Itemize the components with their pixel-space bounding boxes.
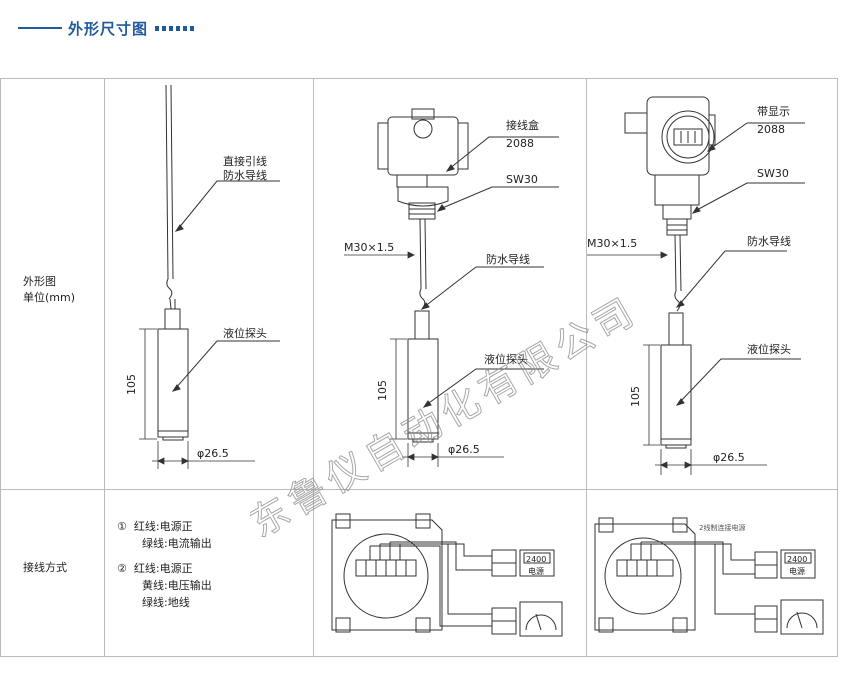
wiring-tag: 2线制连接电源 [699, 523, 745, 532]
mode1-line1: 红线:电源正 [133, 520, 193, 533]
section-header: 外形尺寸图 [18, 15, 195, 41]
mode2-line1: 红线:电源正 [133, 562, 193, 575]
height-value: 105 [376, 380, 389, 401]
outline-label-line2: 单位(mm) [23, 291, 76, 304]
display-label-1: 带显示 [757, 105, 790, 118]
direct-lead-drawing: 直接引线 防水导线 液位探头 105 φ26.5 [125, 84, 280, 469]
diameter-value: φ26.5 [713, 451, 745, 464]
outline-col-junction-box: 接线盒 2088 SW30 M30×1.5 防水导线 液位探头 105 φ26.… [313, 78, 587, 490]
outline-col-direct-lead: 直接引线 防水导线 液位探头 105 φ26.5 [104, 78, 314, 490]
mode2-number: ② [117, 562, 127, 575]
m-thread-label: M30×1.5 [587, 237, 637, 250]
header-line [18, 27, 62, 29]
height-value: 105 [629, 386, 642, 407]
wiring-legend-cell: ① 红线:电源正 绿线:电流输出 ② 红线:电源正 黄线:电压输出 绿线:地线 [104, 489, 314, 657]
wiring-diagram-1: 2400 电源 [331, 513, 563, 637]
mode2-line2: 黄线:电压输出 [142, 579, 212, 592]
wiring-diagram-1-cell: 2400 电源 [313, 489, 587, 657]
wiring-diagram-2: 2线制连接电源 2400 电源 [594, 517, 824, 635]
probe-label: 液位探头 [484, 352, 528, 366]
wiring-label-cell: 接线方式 [0, 489, 105, 657]
wiring-legend: ① 红线:电源正 绿线:电流输出 ② 红线:电源正 黄线:电压输出 绿线:地线 [117, 518, 212, 611]
box-label-2: 2088 [506, 137, 534, 150]
display-drawing: 带显示 2088 SW30 M30×1.5 防水导线 液位探头 105 φ26.… [587, 96, 805, 475]
lead-label-2: 防水导线 [223, 168, 267, 182]
wiring-diagram-2-cell: 2线制连接电源 2400 电源 [586, 489, 838, 657]
diameter-value: φ26.5 [448, 443, 480, 456]
header-squares [152, 25, 195, 31]
cable-label: 防水导线 [486, 252, 530, 266]
display-label-2: 2088 [757, 123, 785, 136]
probe-label: 液位探头 [747, 342, 791, 356]
probe-label: 液位探头 [223, 326, 267, 340]
thread-label: SW30 [757, 167, 789, 180]
wiring-label: 接线方式 [23, 561, 67, 574]
thread-label: SW30 [506, 173, 538, 186]
junction-box-drawing: 接线盒 2088 SW30 M30×1.5 防水导线 液位探头 105 φ26.… [344, 108, 559, 467]
m-thread-label: M30×1.5 [344, 241, 394, 254]
meter-display: 2400 [787, 555, 807, 564]
outline-label-cell: 外形图 单位(mm) [0, 78, 105, 490]
mode1-line2: 绿线:电流输出 [142, 537, 212, 550]
box-label-1: 接线盒 [506, 118, 539, 132]
height-value: 105 [125, 374, 138, 395]
spec-table: 外形图 单位(mm) [0, 78, 838, 657]
section-title: 外形尺寸图 [68, 19, 149, 38]
meter-label: 电源 [528, 566, 544, 576]
outline-label-line1: 外形图 [23, 275, 56, 288]
outline-col-display: 带显示 2088 SW30 M30×1.5 防水导线 液位探头 105 φ26.… [586, 78, 838, 490]
mode2-line3: 绿线:地线 [142, 596, 190, 609]
lead-label-1: 直接引线 [223, 154, 267, 168]
mode1-number: ① [117, 520, 127, 533]
meter-label: 电源 [789, 566, 805, 576]
meter-display: 2400 [526, 555, 546, 564]
cable-label: 防水导线 [747, 234, 791, 248]
diameter-value: φ26.5 [197, 447, 229, 460]
